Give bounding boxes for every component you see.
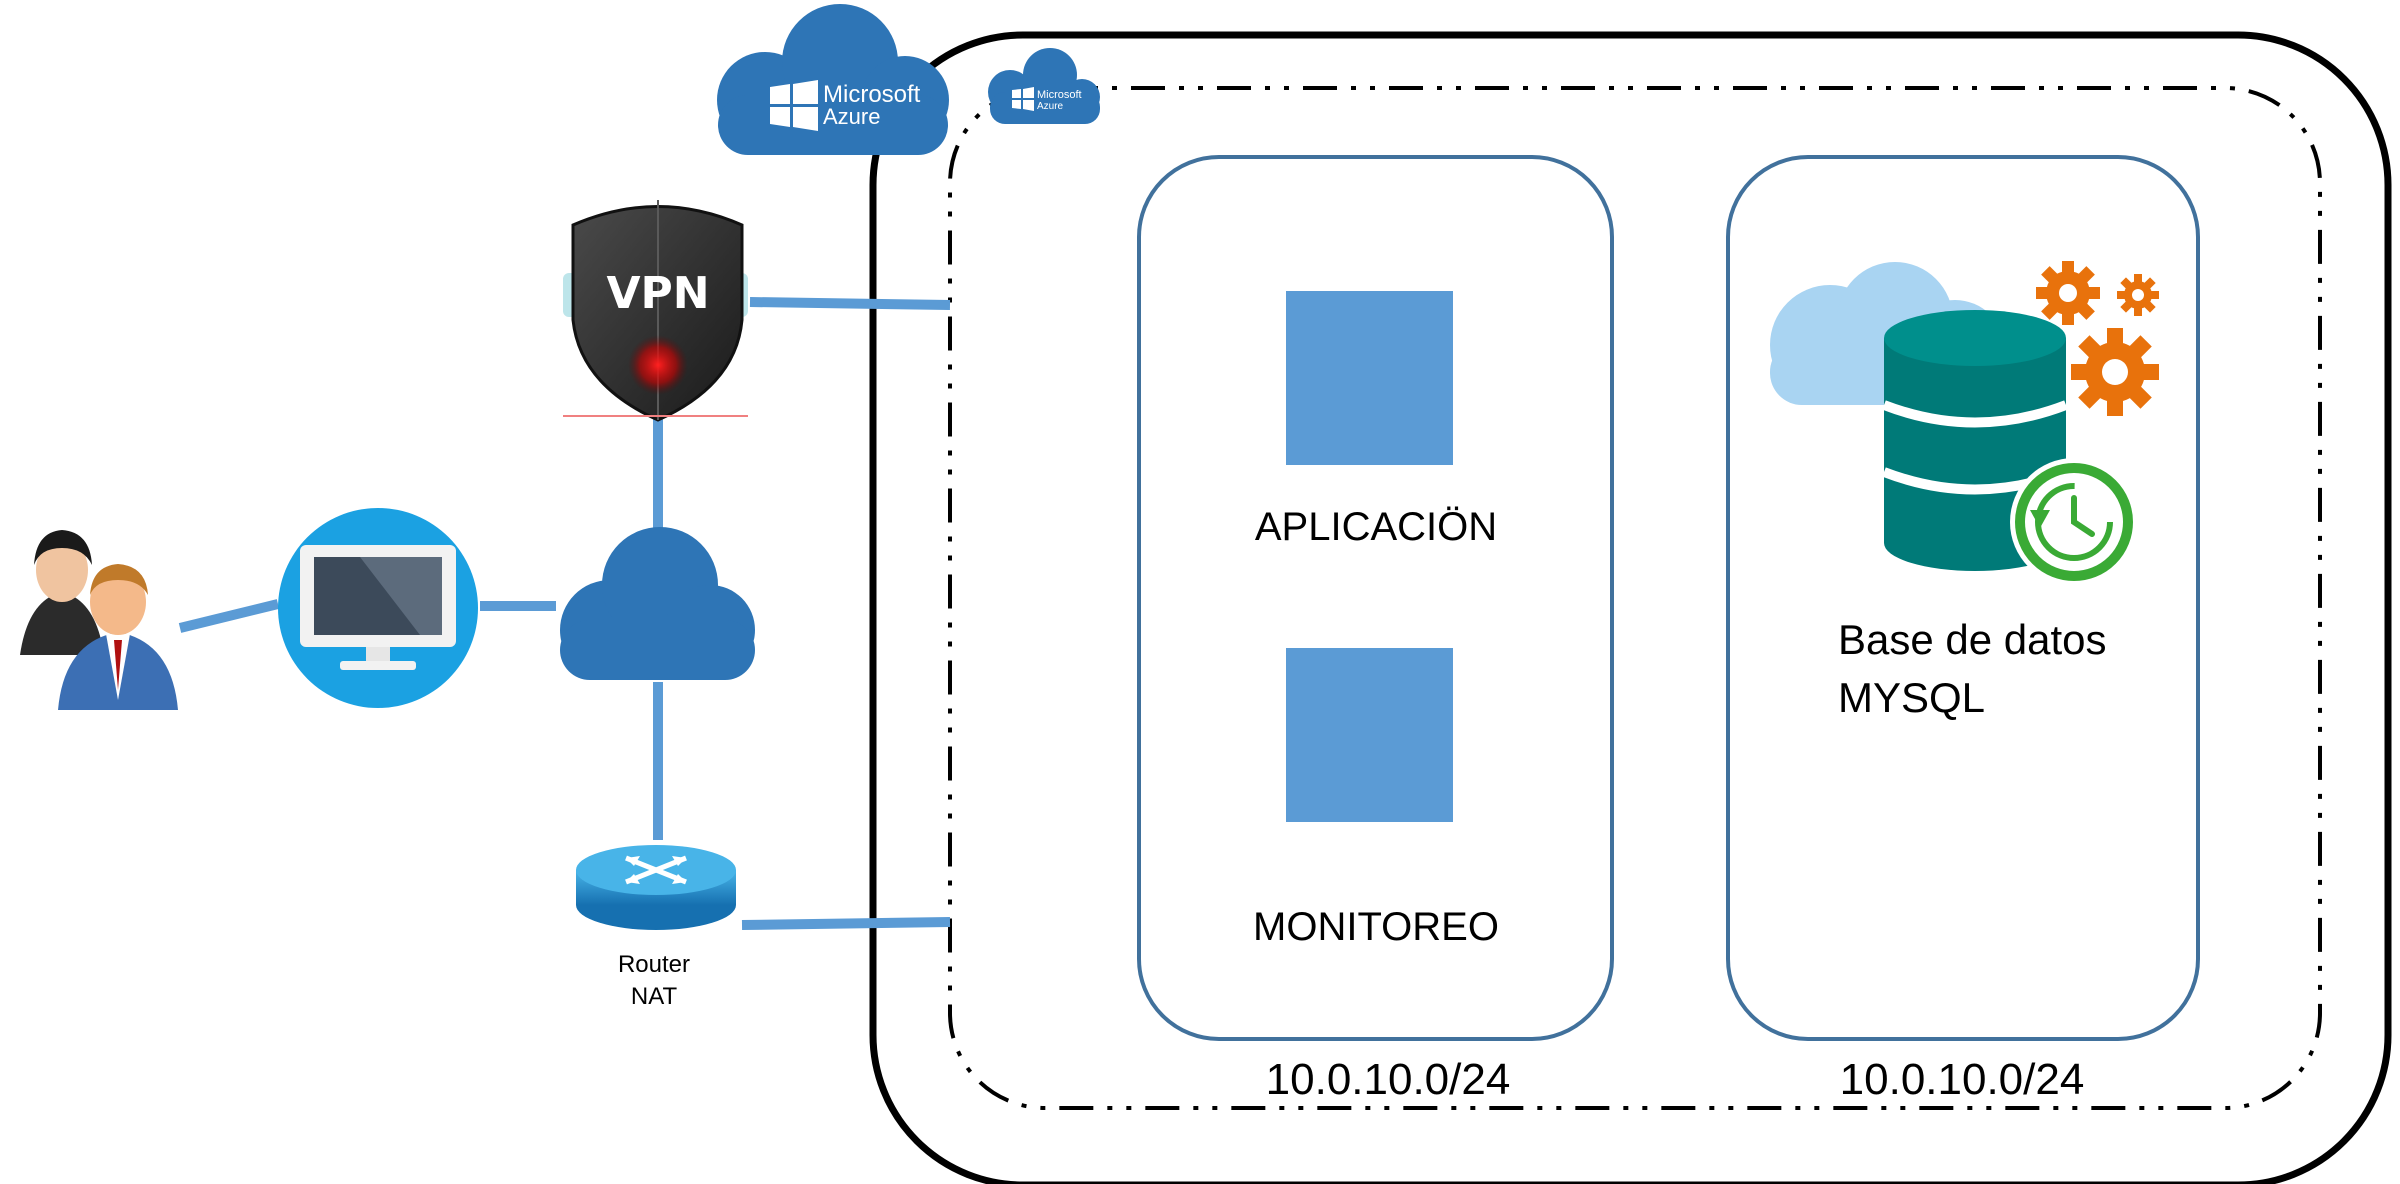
connector-router-to-vnet [741,917,951,930]
virtual-network-boundary [948,86,2322,1110]
db-subnet-cidr: 10.0.10.0/24 [1840,1055,2085,1104]
router-icon [576,845,736,930]
windows-logo-icon [770,80,818,131]
users-icon [20,530,178,710]
monitoring-label: MONITOREO [1253,905,1499,949]
azure-badge-small-line2: Azure [1037,101,1064,112]
application-label: APLICACIÖN [1255,505,1497,549]
computer-icon [278,508,478,708]
database-label-line1: Base de datos [1838,616,2107,663]
azure-badge-small-line1: Microsoft [1037,89,1082,101]
monitoring-server-box [1286,648,1453,822]
gear-small-icon [2117,274,2159,316]
router-label-line2: NAT [631,983,678,1010]
database-label-line2: MYSQL [1838,674,1985,721]
vpn-label: VPN [606,268,709,319]
microsoft-azure-cloud-badge-small: Microsoft Azure [988,48,1100,124]
router-label-line1: Router [618,951,690,978]
vpn-shield-icon: VPN [563,200,748,422]
azure-badge-line2: Azure [823,104,880,129]
microsoft-azure-cloud-badge: Microsoft Azure [717,4,949,155]
database-cloud-icon [1770,261,2159,586]
connector-lines [178,297,951,930]
clock-backup-icon [2010,458,2138,586]
windows-logo-small-icon [1012,87,1034,111]
app-subnet-box [1137,155,1614,1041]
gear-icon [2036,261,2100,325]
gear-large-icon [2071,328,2159,416]
azure-outer-container [869,31,2392,1184]
application-server-box [1286,291,1453,465]
internet-cloud-icon [560,527,755,680]
connector-users-to-computer [178,599,280,633]
app-subnet-cidr: 10.0.10.0/24 [1266,1055,1511,1104]
azure-badge-line1: Microsoft [823,81,921,108]
connector-vpn-to-vnet [749,297,951,310]
